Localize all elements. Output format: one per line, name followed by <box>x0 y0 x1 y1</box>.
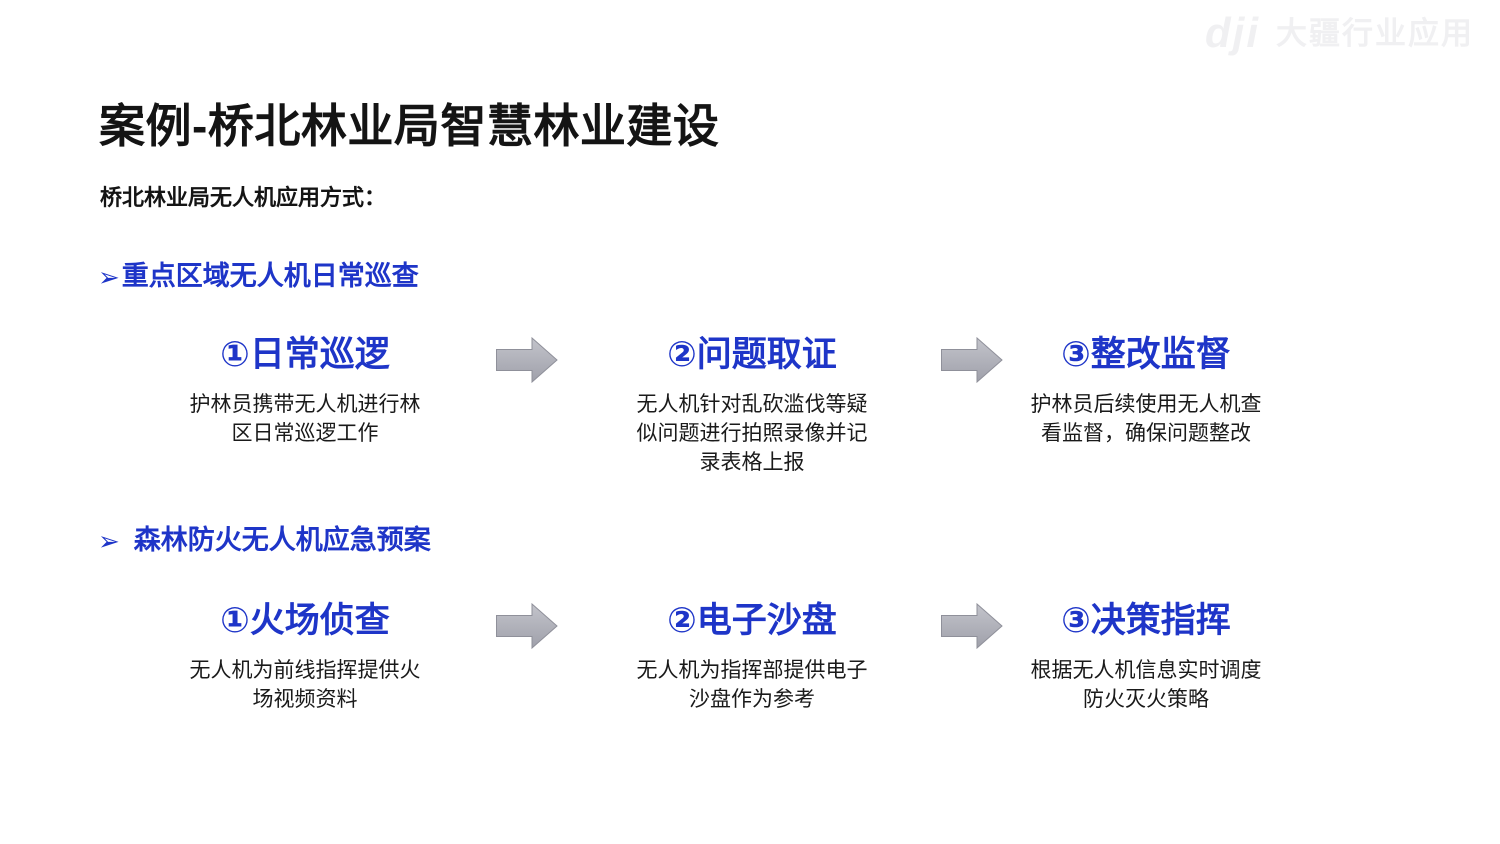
step-title: ②电子沙盘 <box>667 601 837 640</box>
step-electronic-sandtable: ②电子沙盘 无人机为指挥部提供电子 沙盘作为参考 <box>602 600 902 714</box>
dji-logo-icon: dji <box>1205 9 1260 56</box>
section-heading-label: 森林防火无人机应急预案 <box>133 525 431 555</box>
step-description: 护林员携带无人机进行林 区日常巡逻工作 <box>189 393 421 445</box>
step-rectification-supervision: ③整改监督 护林员后续使用无人机查 看监督，确保问题整改 <box>996 334 1296 448</box>
flow-arrow-icon <box>941 603 1003 649</box>
step-decision-command: ③决策指挥 根据无人机信息实时调度 防火灭火策略 <box>996 600 1296 714</box>
arrow-bullet-icon: ➢ <box>98 261 120 292</box>
arrow-bullet-icon: ➢ <box>98 525 120 556</box>
step-title: ③决策指挥 <box>1061 601 1231 640</box>
flow-arrow-icon <box>941 337 1003 383</box>
page-subtitle: 桥北林业局无人机应用方式： <box>100 185 387 210</box>
step-description: 无人机针对乱砍滥伐等疑 似问题进行拍照录像并记 录表格上报 <box>636 393 868 474</box>
step-title: ②问题取证 <box>667 335 837 374</box>
step-title: ③整改监督 <box>1061 335 1231 374</box>
step-description: 无人机为前线指挥提供火 场视频资料 <box>189 659 421 711</box>
step-description: 护林员后续使用无人机查 看监督，确保问题整改 <box>1030 393 1262 445</box>
dji-watermark: dji 大疆行业应用 <box>1205 12 1474 54</box>
section-heading-fire-emergency: ➢ 森林防火无人机应急预案 <box>98 525 431 556</box>
step-evidence-collection: ②问题取证 无人机针对乱砍滥伐等疑 似问题进行拍照录像并记 录表格上报 <box>602 334 902 477</box>
step-description: 根据无人机信息实时调度 防火灭火策略 <box>1030 659 1262 711</box>
step-description: 无人机为指挥部提供电子 沙盘作为参考 <box>636 659 868 711</box>
flow-arrow-icon <box>496 337 558 383</box>
section-heading-label: 重点区域无人机日常巡查 <box>121 261 419 291</box>
page-title: 案例-桥北林业局智慧林业建设 <box>99 100 720 152</box>
step-title: ①火场侦查 <box>220 601 390 640</box>
dji-watermark-text: 大疆行业应用 <box>1276 15 1474 51</box>
section-heading-daily-patrol: ➢ 重点区域无人机日常巡查 <box>98 261 419 292</box>
flow-arrow-icon <box>496 603 558 649</box>
step-daily-patrol: ①日常巡逻 护林员携带无人机进行林 区日常巡逻工作 <box>155 334 455 448</box>
step-title: ①日常巡逻 <box>220 335 390 374</box>
step-fire-scene-recon: ①火场侦查 无人机为前线指挥提供火 场视频资料 <box>155 600 455 714</box>
